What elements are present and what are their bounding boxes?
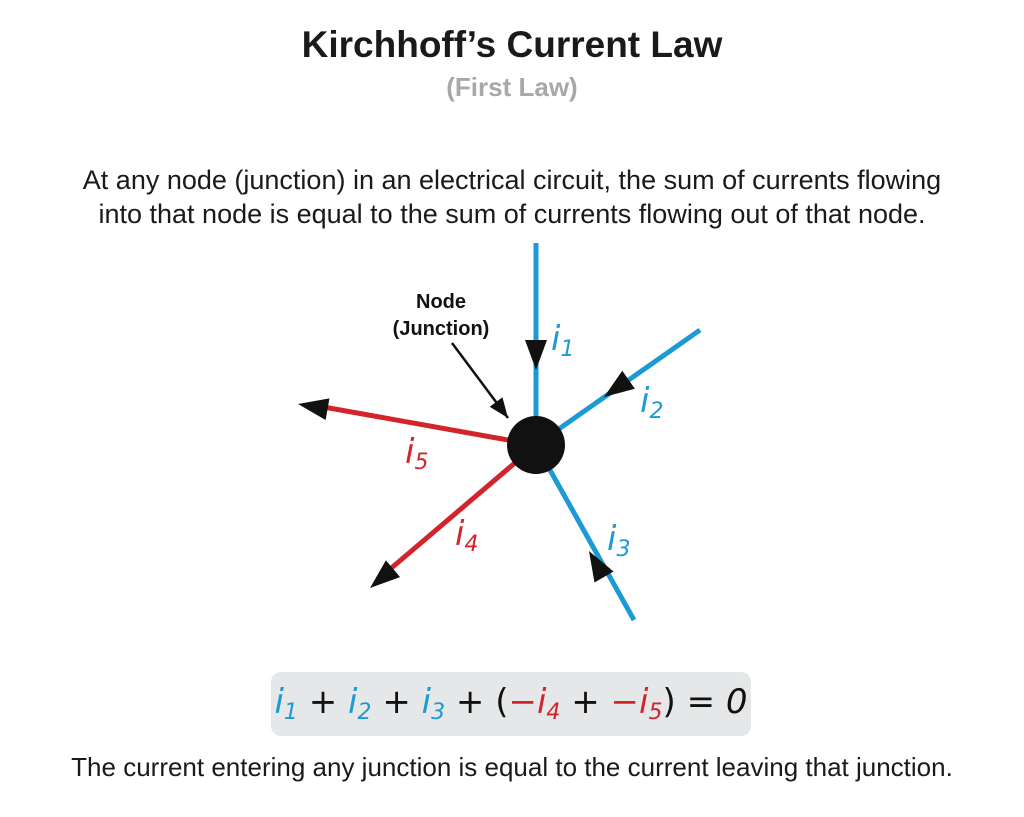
wire-i4 bbox=[380, 443, 538, 578]
wire-i3 bbox=[533, 443, 637, 622]
kcl-equation: i1 + i2 + i3 + (−i4 + −i5) = 0 bbox=[274, 682, 747, 728]
page-title: Kirchhoff’s Current Law bbox=[301, 24, 723, 65]
arrow-i3-icon bbox=[589, 551, 614, 583]
arrow-i2-icon bbox=[604, 370, 635, 397]
current-label-i5: i5 bbox=[405, 432, 428, 475]
current-label-i1: i1 bbox=[551, 319, 574, 362]
current-label-i4: i4 bbox=[455, 514, 478, 557]
current-label-i2: i2 bbox=[640, 381, 663, 424]
arrow-i1-icon bbox=[525, 340, 547, 370]
node-junction-dot bbox=[507, 416, 565, 474]
node-pointer-arrow-icon bbox=[450, 342, 510, 419]
wire-i5 bbox=[317, 403, 537, 448]
page-subtitle: (First Law) bbox=[446, 72, 578, 102]
arrow-i4-icon bbox=[370, 560, 401, 588]
arrow-i5-icon bbox=[298, 398, 330, 421]
node-label-line-2: (Junction) bbox=[393, 318, 490, 340]
description-line-2: into that node is equal to the sum of cu… bbox=[98, 199, 926, 229]
equation-box bbox=[271, 672, 751, 736]
node-label-line-1: Node bbox=[416, 291, 466, 313]
current-label-i3: i3 bbox=[607, 519, 630, 562]
description-text: At any node (junction) in an electrical … bbox=[0, 163, 1024, 231]
footer-text: The current entering any junction is equ… bbox=[71, 752, 953, 782]
description-line-1: At any node (junction) in an electrical … bbox=[82, 165, 942, 195]
